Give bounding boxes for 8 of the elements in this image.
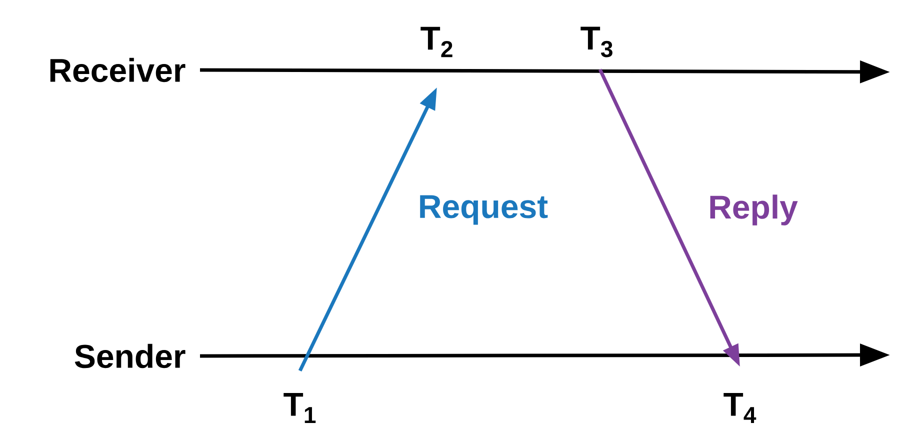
- axis-label: Sender: [74, 344, 186, 368]
- edge-label: Request: [420, 195, 548, 225]
- axis-label: Receiver: [50, 58, 186, 82]
- time-label: T$_{4}$: [724, 392, 756, 424]
- time-label: T$_{1}$: [284, 392, 316, 424]
- time-label: T$_{3}$: [580, 26, 612, 58]
- edge-label: Reply: [710, 194, 798, 226]
- time-label: T$_{2}$: [420, 26, 452, 58]
